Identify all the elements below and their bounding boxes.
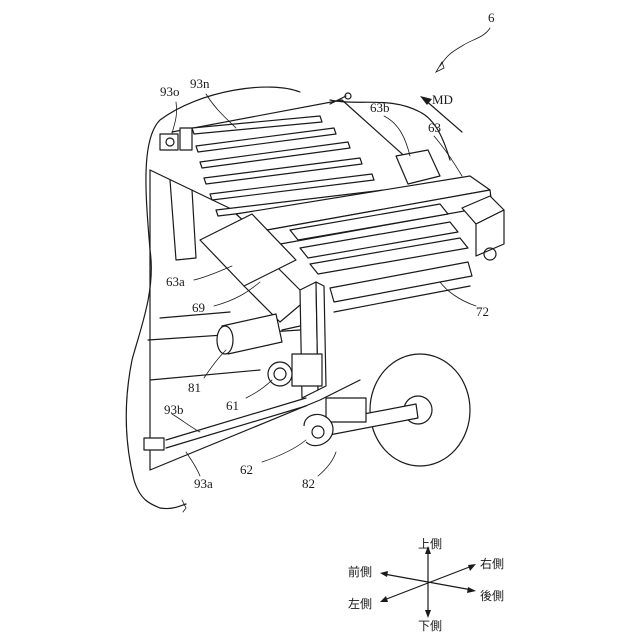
legend-front: 前側 xyxy=(348,564,372,579)
leader-93a xyxy=(186,452,200,476)
callout-63: 63 xyxy=(428,120,441,135)
callout-82: 82 xyxy=(302,476,315,491)
legend-bottom: 下側 xyxy=(418,619,442,633)
figure-number-leader xyxy=(440,28,490,66)
leader-69 xyxy=(214,282,260,306)
callout-93o: 93o xyxy=(160,84,180,99)
figure-number-arrowhead xyxy=(436,62,444,72)
back-panel-horizontal-3 xyxy=(150,370,260,380)
roll-81-axle xyxy=(282,326,300,330)
leader-82 xyxy=(318,452,336,476)
chuck-62-jaw xyxy=(304,414,333,445)
axis-right-arrowhead xyxy=(468,564,476,571)
housing-tail xyxy=(160,504,186,509)
bracket-93o-block xyxy=(180,128,192,150)
axis-bottom-arrowhead xyxy=(425,610,431,618)
callout-72: 72 xyxy=(476,304,489,319)
roll-81-end xyxy=(217,326,233,354)
axis-left-arrowhead xyxy=(380,596,388,602)
figure-number: 6 xyxy=(488,10,495,25)
callout-69: 69 xyxy=(192,300,205,315)
callout-81: 81 xyxy=(188,380,201,395)
callout-63a: 63a xyxy=(166,274,185,289)
chuck-62-body xyxy=(326,398,366,422)
guide-plate-63b xyxy=(396,150,440,184)
left-bracket xyxy=(170,180,196,260)
callout-93a: 93a xyxy=(194,476,213,491)
leader-63a xyxy=(194,266,232,280)
callout-61: 61 xyxy=(226,398,239,413)
axis-rear-arrowhead xyxy=(467,587,476,593)
callout-62: 62 xyxy=(240,462,253,477)
md-label: MD xyxy=(432,92,453,107)
callout-63b: 63b xyxy=(370,100,390,115)
drive-61-wheel xyxy=(268,362,292,386)
legend-right: 右側 xyxy=(480,556,504,571)
leader-61 xyxy=(246,380,272,398)
legend-left: 左側 xyxy=(348,596,372,611)
callout-93b: 93b xyxy=(164,402,184,417)
leader-93o xyxy=(172,102,177,134)
housing-tail-end xyxy=(182,500,186,512)
bracket-93o xyxy=(160,134,178,150)
legend-top: 上側 xyxy=(418,537,442,551)
drive-61-housing xyxy=(292,354,322,386)
callout-93n: 93n xyxy=(190,76,210,91)
axis-front-arrowhead xyxy=(380,571,388,577)
legend-rear: 後側 xyxy=(480,589,504,603)
rod-end-bracket xyxy=(144,438,164,450)
leader-72 xyxy=(440,282,476,306)
leader-62 xyxy=(262,440,306,462)
orientation-legend: 上側 下側 前側 後側 左側 右側 xyxy=(348,537,504,633)
leader-63 xyxy=(434,136,462,176)
